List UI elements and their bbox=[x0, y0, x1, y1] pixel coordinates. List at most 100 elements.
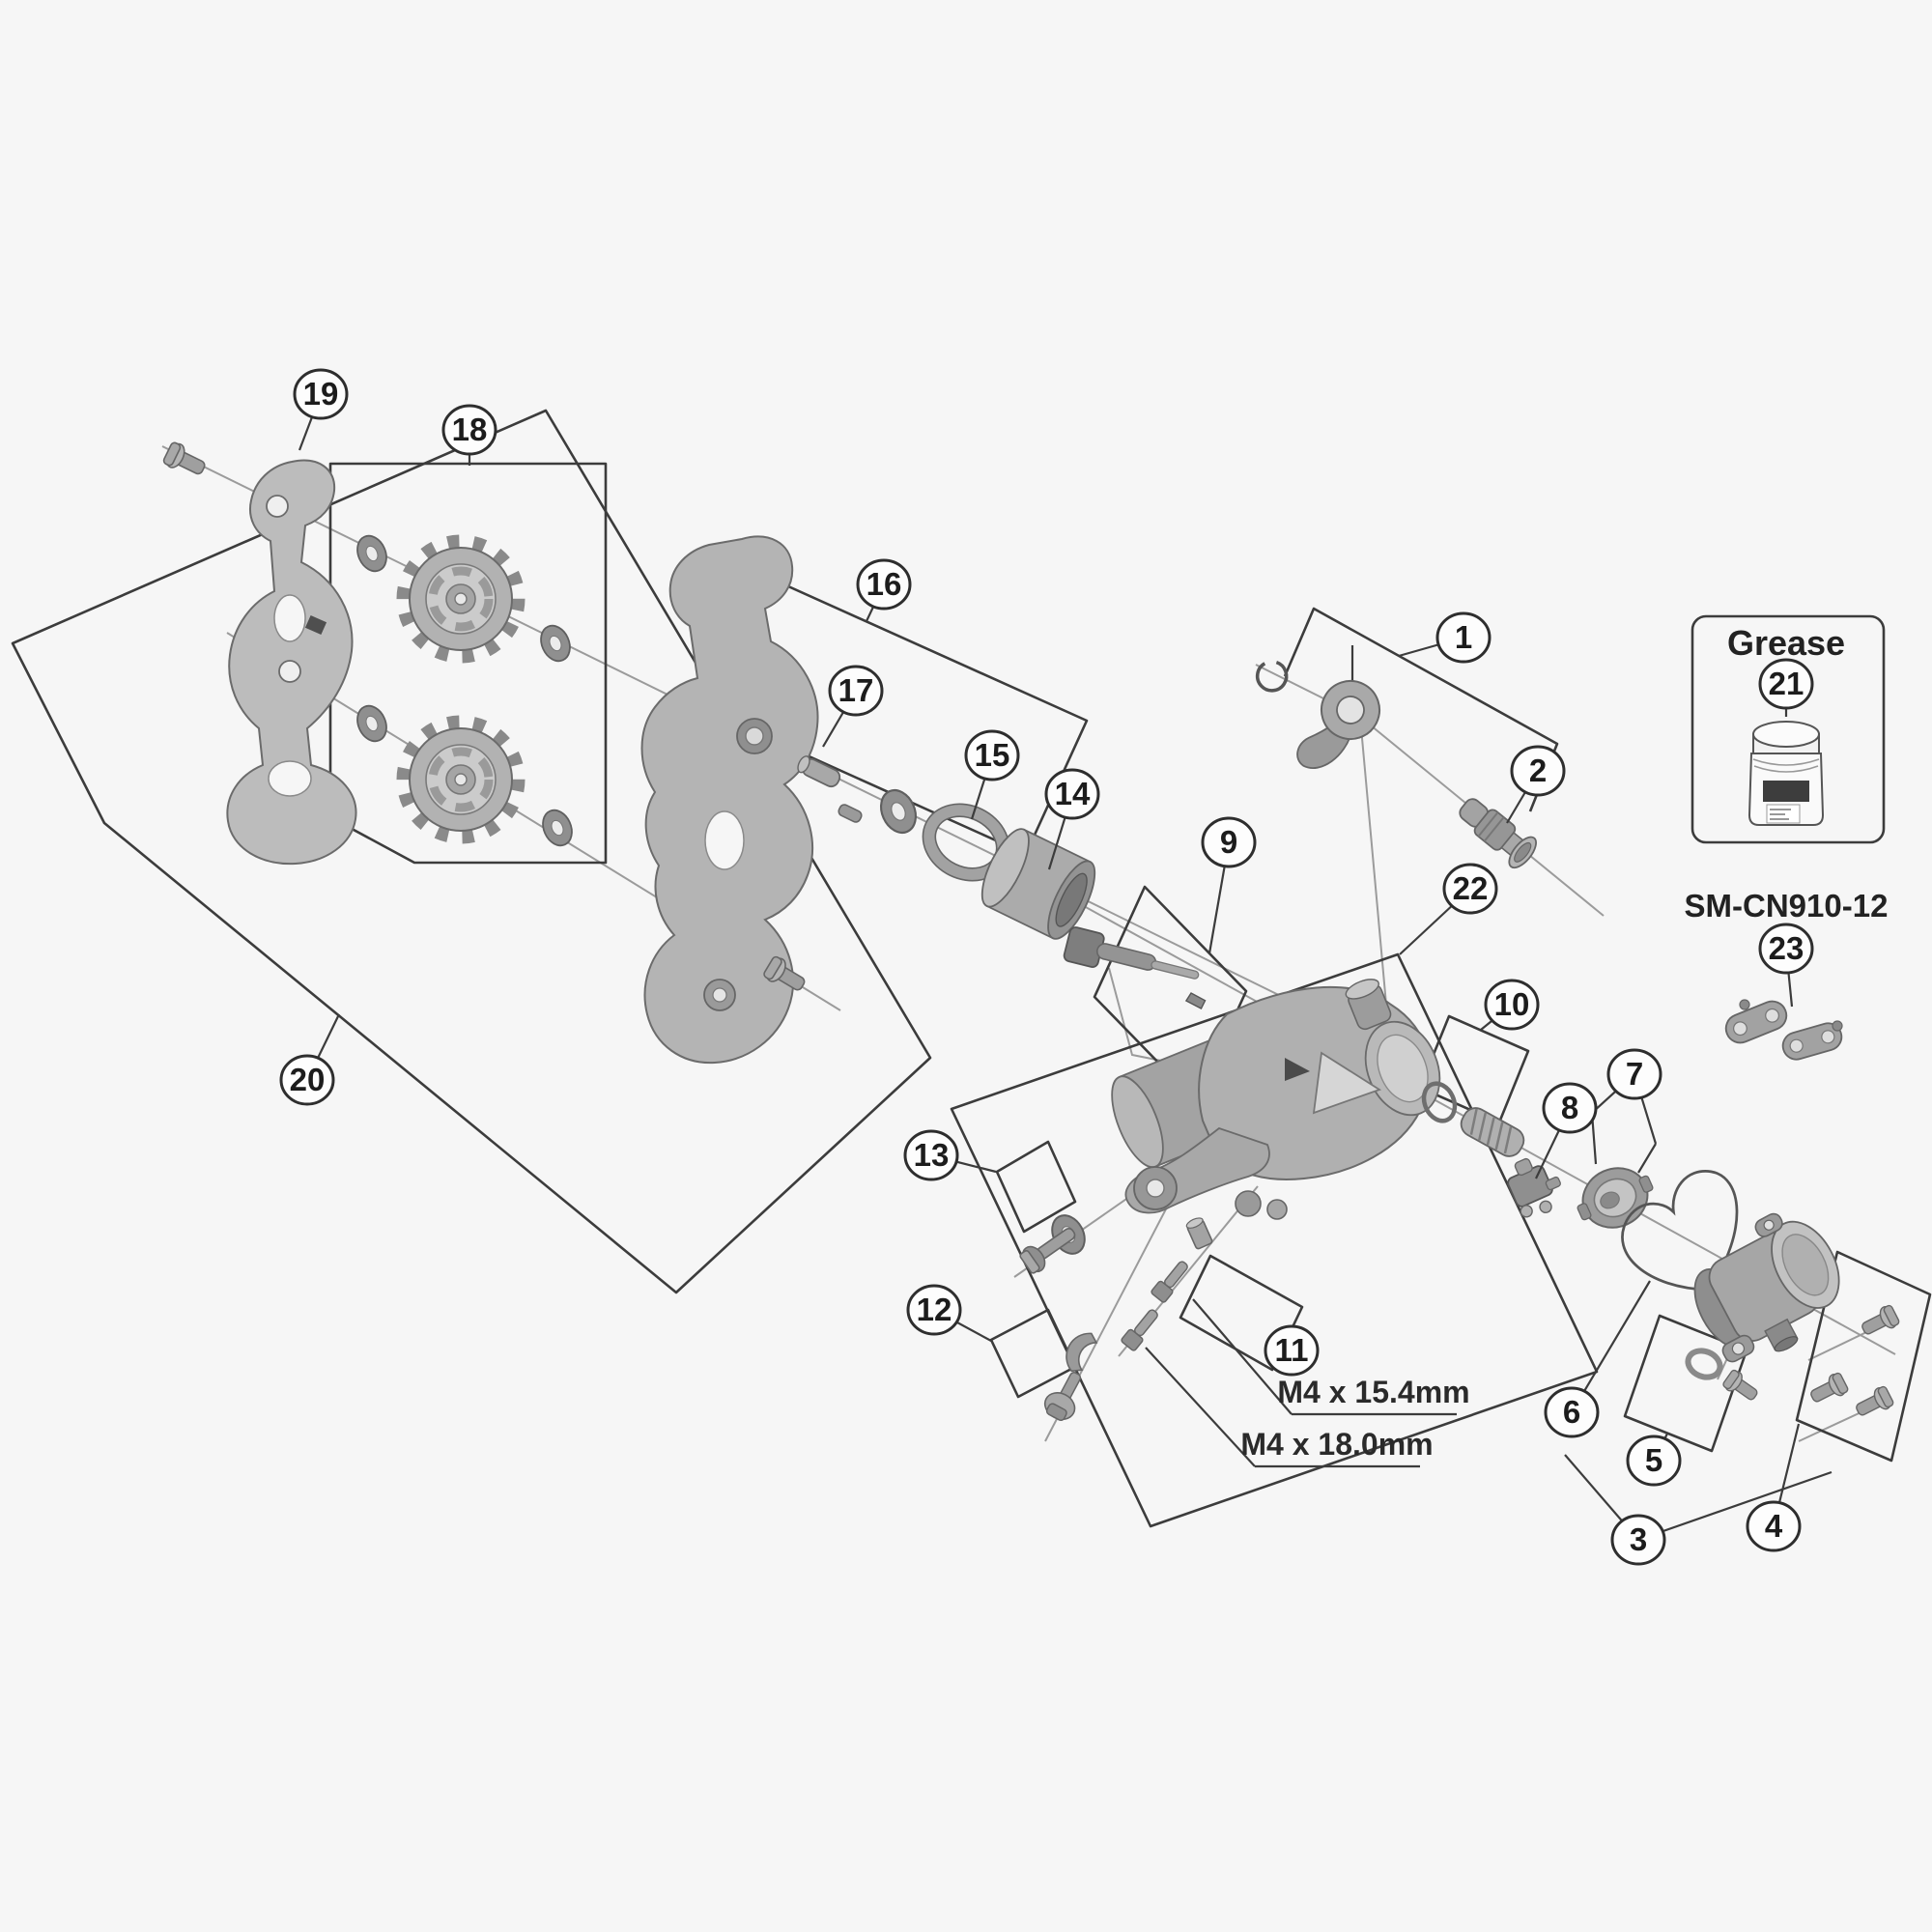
chain-quick-link-23 bbox=[1720, 996, 1846, 1064]
cable-clamp-boss bbox=[1266, 1199, 1288, 1220]
group-box-13 bbox=[995, 1140, 1077, 1234]
group-box-18 bbox=[328, 462, 608, 865]
callout-number-3: 3 bbox=[1630, 1521, 1647, 1557]
axle-hub bbox=[1345, 979, 1392, 1031]
callout-circle-8 bbox=[1542, 1082, 1598, 1134]
group-box-4 bbox=[1795, 1250, 1932, 1463]
pulley-bolt-17 bbox=[797, 755, 841, 788]
group-box-20 bbox=[11, 409, 932, 1294]
motor-port bbox=[1764, 1318, 1799, 1352]
jar-band bbox=[1763, 781, 1809, 802]
callout-number-4: 4 bbox=[1765, 1508, 1783, 1544]
group-box-22 bbox=[950, 952, 1599, 1528]
callout-number-11: 11 bbox=[1275, 1332, 1309, 1368]
callout-number-23: 23 bbox=[1769, 930, 1804, 966]
motor-ear bbox=[1721, 1334, 1755, 1363]
callout-circle-1 bbox=[1435, 611, 1492, 664]
seal-ring-5 bbox=[1685, 1348, 1723, 1380]
callout-8: 8 bbox=[1542, 1082, 1598, 1134]
plate-hole-upper bbox=[266, 495, 289, 518]
callout-14: 14 bbox=[1044, 768, 1100, 820]
callout-number-8: 8 bbox=[1561, 1090, 1578, 1125]
cable-unit-9 bbox=[1063, 926, 1200, 980]
callout-5: 5 bbox=[1626, 1435, 1682, 1487]
pulley-bolt-pin-17 bbox=[838, 804, 863, 823]
grease-box bbox=[1690, 614, 1886, 844]
callout-number-9: 9 bbox=[1220, 824, 1237, 860]
callout-circle-17 bbox=[828, 665, 884, 717]
arm-clevis-hole bbox=[1146, 1179, 1165, 1198]
callout-12: 12 bbox=[906, 1284, 962, 1336]
callout-21: 21 bbox=[1758, 658, 1814, 710]
body-truss bbox=[1312, 1051, 1382, 1115]
callout-circle-9 bbox=[1201, 816, 1257, 868]
spec-leaders bbox=[1145, 1298, 1457, 1468]
bolt-spec-label-a: M4 x 15.4mm bbox=[1277, 1375, 1469, 1409]
callout-1: 1 bbox=[1435, 611, 1492, 664]
plate-sticker bbox=[304, 614, 327, 636]
callout-23: 23 bbox=[1758, 923, 1814, 975]
spec-leader-b bbox=[1145, 1347, 1256, 1467]
callout-2: 2 bbox=[1510, 745, 1566, 797]
motor-unit-3 bbox=[1693, 1212, 1840, 1363]
plate-cutout bbox=[273, 594, 306, 642]
callout-number-7: 7 bbox=[1626, 1056, 1643, 1092]
callout-number-21: 21 bbox=[1769, 666, 1804, 701]
bracket-bolt-2 bbox=[1459, 798, 1537, 869]
spring-10 bbox=[1460, 1107, 1525, 1157]
callout-circle-11 bbox=[1264, 1324, 1320, 1377]
callout-18: 18 bbox=[441, 404, 497, 456]
pulley-boss-hole bbox=[745, 726, 764, 746]
callout-circle-16 bbox=[856, 558, 912, 611]
cable-wedge-9 bbox=[1184, 992, 1207, 1009]
bracket-axle-unit-1 bbox=[1296, 680, 1380, 769]
link-pin bbox=[1739, 999, 1750, 1010]
o-ring-10 bbox=[1421, 1081, 1458, 1123]
parts bbox=[161, 440, 1902, 1422]
callout-7: 7 bbox=[1606, 1048, 1662, 1100]
jar-label-lines bbox=[1770, 809, 1791, 820]
plate-hole-lower bbox=[278, 660, 301, 683]
callout-circle-4 bbox=[1746, 1500, 1802, 1552]
callout-number-14: 14 bbox=[1055, 776, 1091, 811]
callout-17: 17 bbox=[828, 665, 884, 717]
switch-unit-8 bbox=[1507, 1157, 1561, 1218]
callout-15: 15 bbox=[964, 729, 1020, 781]
callout-circle-23 bbox=[1758, 923, 1814, 975]
callout-number-10: 10 bbox=[1494, 986, 1530, 1022]
callout-number-5: 5 bbox=[1645, 1442, 1662, 1478]
callout-10: 10 bbox=[1484, 979, 1540, 1031]
callout-circle-18 bbox=[441, 404, 497, 456]
link-pin bbox=[1832, 1020, 1843, 1032]
group-box-7-leg-b bbox=[1637, 1143, 1657, 1174]
callout-20: 20 bbox=[279, 1054, 335, 1106]
spec-leader-a bbox=[1192, 1298, 1293, 1415]
callout-number-17: 17 bbox=[838, 672, 874, 708]
callout-circle-6 bbox=[1544, 1386, 1600, 1438]
callout-number-18: 18 bbox=[452, 412, 488, 447]
motor-mount-face bbox=[1364, 1020, 1441, 1117]
jar-lid-top bbox=[1752, 721, 1820, 748]
callout-16: 16 bbox=[856, 558, 912, 611]
callout-number-15: 15 bbox=[975, 737, 1010, 773]
callout-leader-3 bbox=[1637, 1470, 1833, 1542]
callout-circle-2 bbox=[1510, 745, 1566, 797]
callout-number-1: 1 bbox=[1455, 619, 1472, 655]
callout-circle-7 bbox=[1606, 1048, 1662, 1100]
callout-circle-12 bbox=[906, 1284, 962, 1336]
callout-9: 9 bbox=[1201, 816, 1257, 868]
callout-circle-22 bbox=[1442, 863, 1498, 915]
plate-cutout bbox=[268, 760, 312, 797]
cable-clamp-boss bbox=[1235, 1190, 1262, 1217]
callout-number-22: 22 bbox=[1453, 870, 1489, 906]
callout-number-6: 6 bbox=[1563, 1394, 1580, 1430]
jar-thread bbox=[1753, 765, 1819, 773]
callout-number-19: 19 bbox=[303, 376, 339, 412]
bolt-spec-label-b: M4 x 18.0mm bbox=[1240, 1427, 1433, 1462]
callout-circle-5 bbox=[1626, 1435, 1682, 1487]
derailleur-body bbox=[1111, 979, 1441, 1220]
